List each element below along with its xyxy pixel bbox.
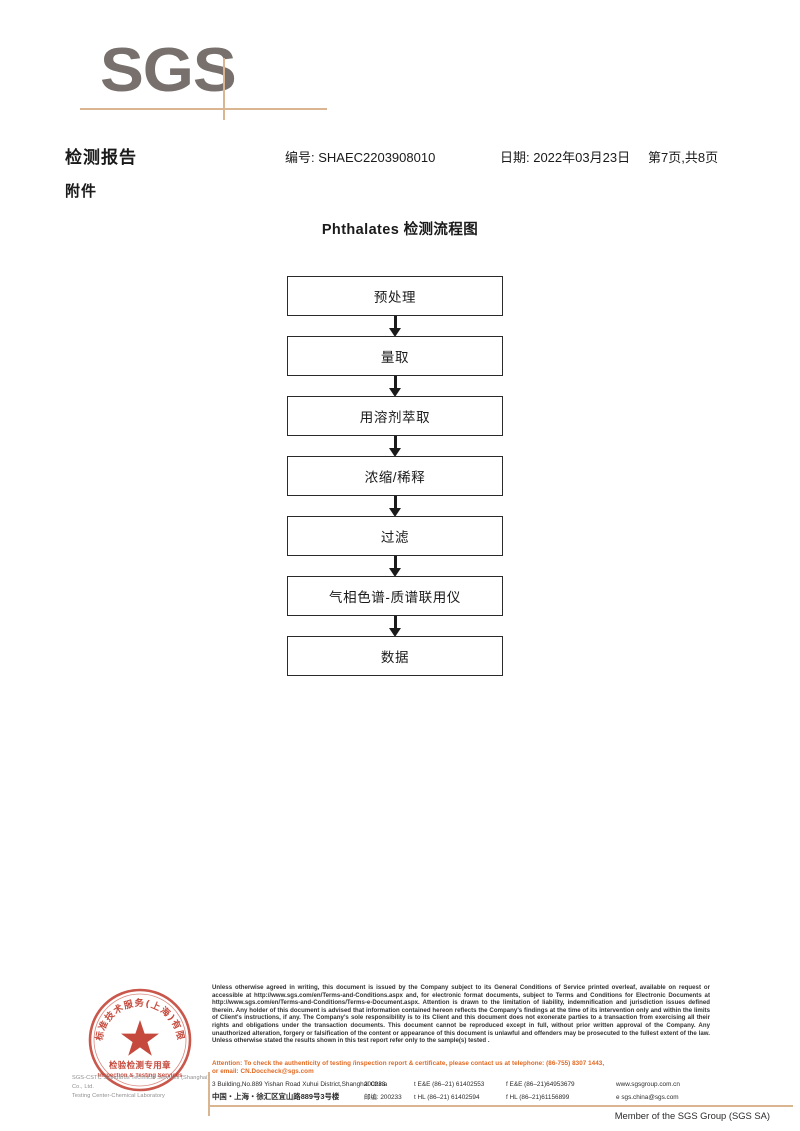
flow-arrow-6: [287, 616, 503, 637]
address-tel-ee: t E&E (86–21) 61402553: [414, 1081, 485, 1088]
seal-caption: SGS-CSTC Standards Technical Services (S…: [72, 1074, 212, 1101]
address-row-cn: 中国・上海・徐汇区宜山路889号3号楼 邮编: 200233 t HL (86–…: [212, 1091, 797, 1103]
footer-horizontal-divider: [208, 1105, 793, 1107]
flow-node-filtration: 过滤: [287, 516, 503, 556]
legal-disclaimer: Unless otherwise agreed in writing, this…: [212, 984, 710, 1045]
flow-node-measure: 量取: [287, 336, 503, 376]
svg-text:Inspection & Testing Services: Inspection & Testing Services: [98, 1073, 184, 1079]
flowchart-title: Phthalates 检测流程图: [321, 222, 479, 238]
sgs-logo-text: SGS: [100, 36, 237, 105]
flow-node-concentrate-dilute: 浓缩/稀释: [287, 456, 503, 496]
address-tel-hl: t HL (86–21) 61402594: [414, 1094, 480, 1101]
address-postcode-cn: 邮编: 200233: [364, 1094, 402, 1101]
legal-paragraph: Unless otherwise agreed in writing, this…: [212, 984, 710, 1045]
footer-vertical-divider: [208, 1072, 210, 1116]
address-fax-hl: f HL (86–21)61156899: [506, 1094, 570, 1101]
address-street-cn: 中国・上海・徐汇区宜山路889号3号楼: [212, 1092, 340, 1101]
flow-node-data: 数据: [287, 636, 503, 676]
logo-vertical-rule: [223, 58, 225, 120]
flow-node-pretreatment: 预处理: [287, 276, 503, 316]
address-email: e sgs.china@sgs.com: [616, 1094, 679, 1101]
page-title: 检测报告: [65, 148, 137, 167]
address-postcode-en: 200233: [364, 1081, 386, 1088]
attention-line-2: or email: CN.Doccheck@sgs.com: [212, 1068, 314, 1076]
report-date: 日期: 2022年03月23日: [500, 150, 631, 165]
attention-notice: Attention: To check the authenticity of …: [212, 1060, 710, 1076]
svg-text:检验检测专用章: 检验检测专用章: [109, 1060, 171, 1070]
flow-arrow-4: [287, 496, 503, 517]
address-website: www.sgsgroup.com.cn: [616, 1081, 680, 1088]
flow-arrow-3: [287, 436, 503, 457]
flow-arrow-2: [287, 376, 503, 397]
flowchart: 预处理 量取 用溶剂萃取 浓缩/稀释 过滤 气相色谱-质谱联用仪 数据: [287, 276, 503, 676]
page-indicator: 第7页,共8页: [648, 150, 719, 165]
sgs-group-member-note: Member of the SGS Group (SGS SA): [614, 1110, 770, 1121]
office-address-block: 3 Building,No.889 Yishan Road Xuhui Dist…: [212, 1079, 797, 1103]
seal-svg: 上海标准技术服务(上海)有限公司 检验检测专用章 Inspection & Te…: [86, 986, 192, 1092]
address-row-en: 3 Building,No.889 Yishan Road Xuhui Dist…: [212, 1079, 797, 1091]
sgs-logo: SGS: [80, 38, 360, 120]
flow-node-gcms: 气相色谱-质谱联用仪: [287, 576, 503, 616]
seal-caption-line1: SGS-CSTC Standards Technical Services (S…: [72, 1075, 210, 1090]
report-number: 编号: SHAEC2203908010: [285, 150, 436, 165]
company-seal-stamp: 上海标准技术服务(上海)有限公司 检验检测专用章 Inspection & Te…: [86, 986, 194, 1094]
seal-caption-line2: Testing Center-Chemical Laboratory: [72, 1093, 165, 1099]
address-fax-ee: f E&E (86–21)64953679: [506, 1081, 575, 1088]
flow-arrow-1: [287, 316, 503, 337]
flow-node-solvent-extraction: 用溶剂萃取: [287, 396, 503, 436]
attention-line-1: Attention: To check the authenticity of …: [212, 1060, 605, 1067]
address-street-en: 3 Building,No.889 Yishan Road Xuhui Dist…: [212, 1081, 388, 1088]
flow-arrow-5: [287, 556, 503, 577]
logo-horizontal-rule: [80, 108, 327, 110]
page-subtitle: 附件: [65, 183, 98, 200]
